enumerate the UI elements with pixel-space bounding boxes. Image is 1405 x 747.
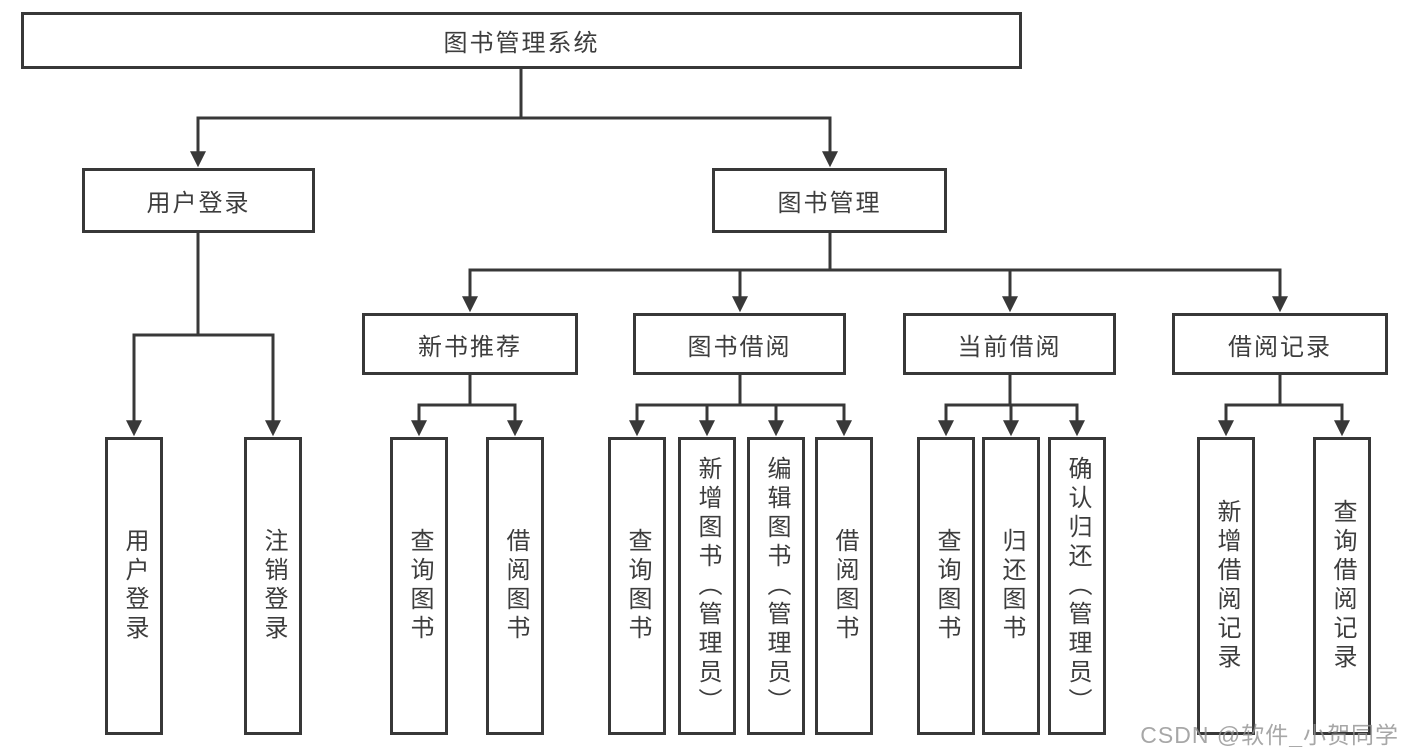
- node-library-management-system: 图书管理系统: [21, 12, 1022, 69]
- node-label: 借阅图书: [831, 528, 858, 644]
- leaf-logout-login: 注销登录: [244, 437, 302, 735]
- node-user-login: 用户登录: [82, 168, 315, 233]
- node-borrowing-records: 借阅记录: [1172, 313, 1388, 375]
- node-label: 借阅记录: [1228, 333, 1332, 361]
- node-label: 当前借阅: [957, 333, 1062, 361]
- node-label: 编辑图书（管理员）: [763, 455, 790, 717]
- leaf-query-books-current: 查询图书: [917, 437, 975, 735]
- node-label: 查询图书: [406, 528, 433, 644]
- node-label: 借阅图书: [502, 528, 529, 644]
- leaf-borrow-books-borrowing: 借阅图书: [815, 437, 873, 735]
- leaf-add-books-admin: 新增图书（管理员）: [678, 437, 736, 735]
- node-label: 确认归还（管理员）: [1064, 455, 1091, 717]
- node-book-management: 图书管理: [712, 168, 947, 233]
- node-label: 图书管理: [777, 190, 882, 217]
- node-label: 新书推荐: [418, 333, 522, 361]
- node-label: 用户登录: [146, 190, 251, 217]
- leaf-edit-books-admin: 编辑图书（管理员）: [747, 437, 805, 735]
- node-label: 注销登录: [260, 528, 287, 644]
- leaf-return-books: 归还图书: [982, 437, 1040, 735]
- node-label: 图书借阅: [687, 333, 792, 361]
- leaf-query-borrow-record: 查询借阅记录: [1313, 437, 1371, 735]
- leaf-query-books-recommend: 查询图书: [390, 437, 448, 735]
- node-label: 查询借阅记录: [1329, 499, 1356, 673]
- node-book-borrowing: 图书借阅: [633, 313, 846, 375]
- leaf-user-login: 用户登录: [105, 437, 163, 735]
- node-label: 查询图书: [624, 528, 651, 644]
- node-label: 图书管理系统: [443, 30, 600, 57]
- node-label: 新增借阅记录: [1213, 499, 1240, 673]
- leaf-add-borrow-record: 新增借阅记录: [1197, 437, 1255, 735]
- node-label: 归还图书: [998, 528, 1025, 644]
- node-label: 新增图书（管理员）: [694, 455, 721, 717]
- node-label: 用户登录: [121, 528, 148, 644]
- leaf-query-books-borrowing: 查询图书: [608, 437, 666, 735]
- watermark: CSDN @软件_小贺同学: [1140, 722, 1399, 747]
- node-new-book-recommendation: 新书推荐: [362, 313, 578, 375]
- node-current-borrowing: 当前借阅: [903, 313, 1116, 375]
- leaf-confirm-return-admin: 确认归还（管理员）: [1048, 437, 1106, 735]
- node-label: 查询图书: [933, 528, 960, 644]
- leaf-borrow-books-recommend: 借阅图书: [486, 437, 544, 735]
